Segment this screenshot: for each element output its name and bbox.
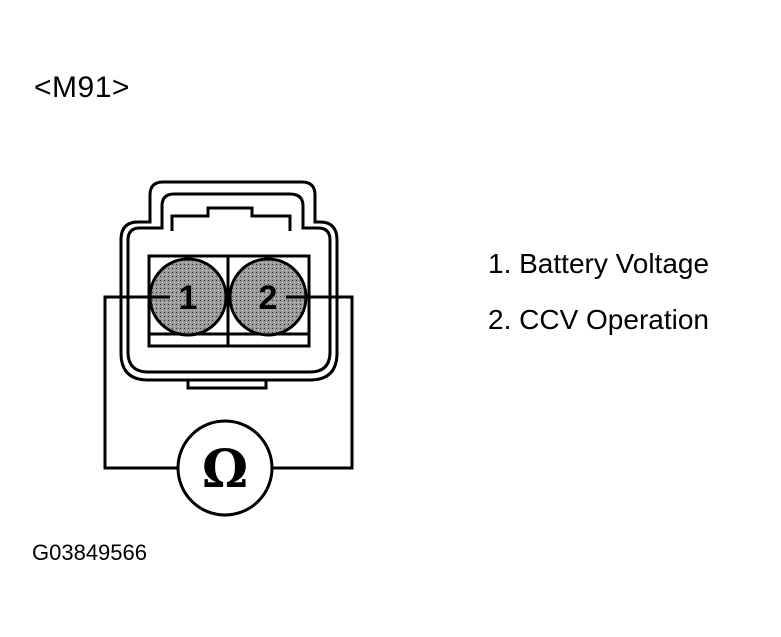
connector-code-label: <M91>: [34, 71, 130, 104]
connector-housing: [119, 180, 339, 390]
terminal-1: 1: [148, 257, 228, 337]
ohmmeter-icon: Ω: [176, 419, 274, 517]
pin-function-list: 1. Battery Voltage 2. CCV Operation: [488, 244, 709, 356]
terminal-1-number: 1: [179, 279, 198, 317]
pin-function-item: 2. CCV Operation: [488, 304, 709, 335]
ohm-symbol: Ω: [202, 439, 248, 500]
pin-function-item: 1. Battery Voltage: [488, 248, 710, 279]
figure-id: G03849566: [32, 540, 147, 565]
terminal-2-number: 2: [259, 279, 278, 317]
terminal-2: 2: [228, 257, 308, 337]
test-leads: [103, 295, 354, 470]
